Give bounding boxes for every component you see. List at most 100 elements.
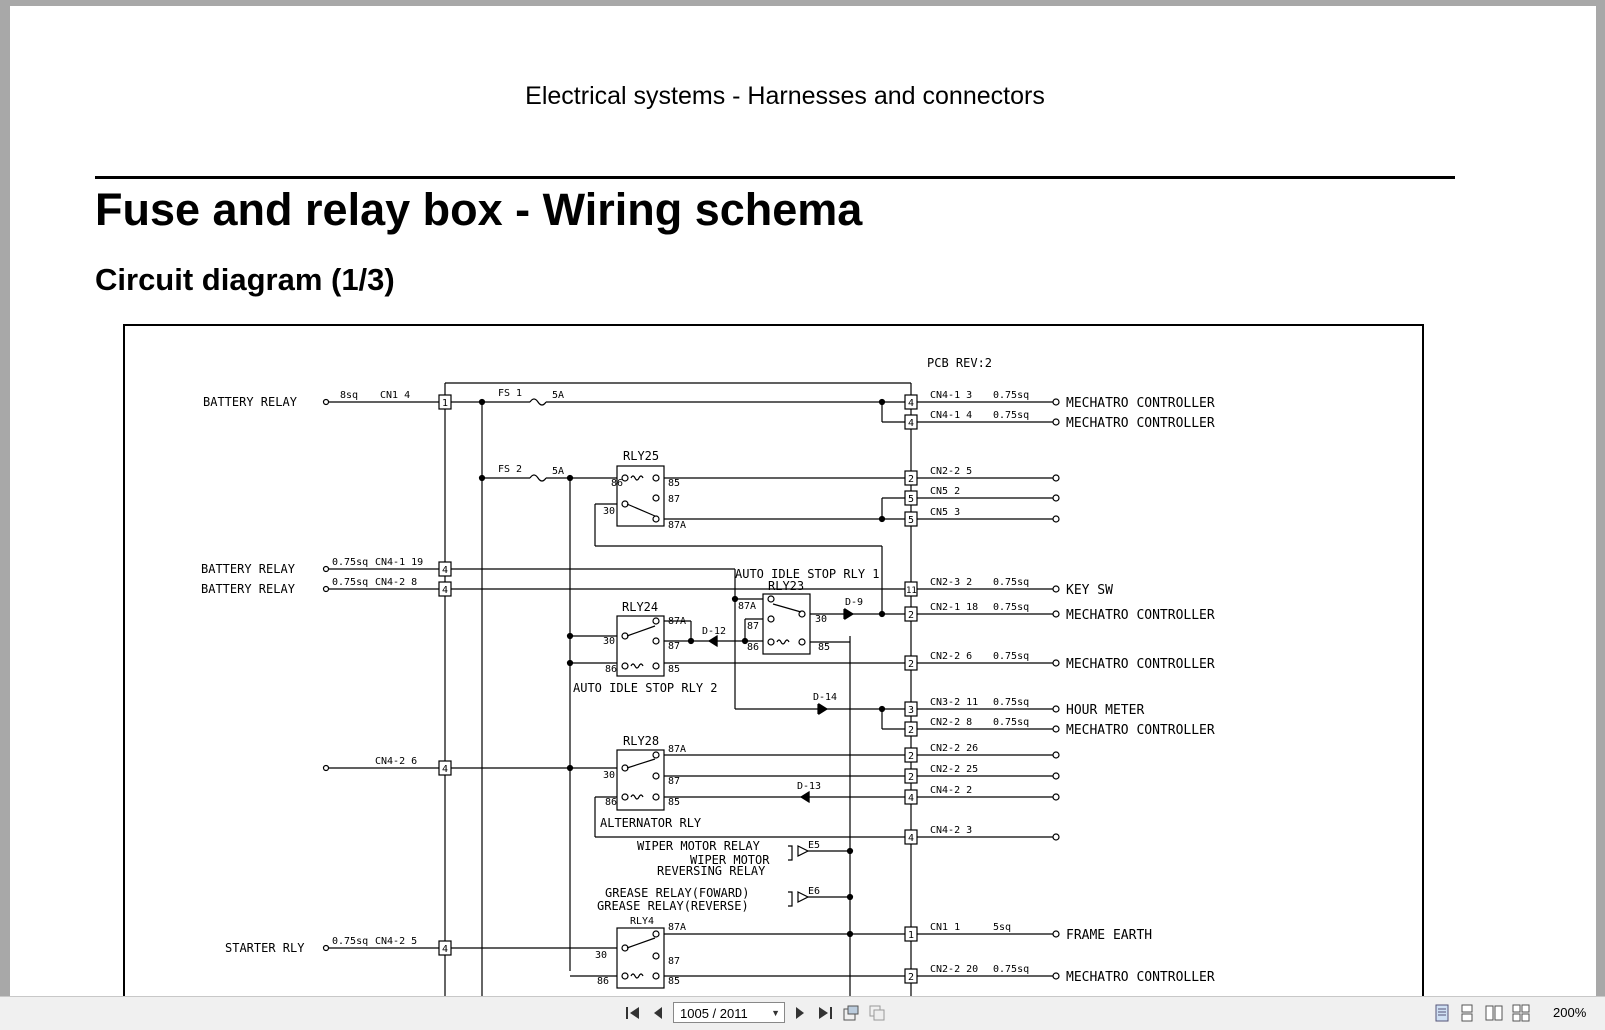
wire-connector-label: CN1 4 <box>380 390 410 401</box>
chevron-down-icon[interactable]: ▼ <box>771 1008 780 1018</box>
destination-label: KEY SW <box>1066 583 1113 598</box>
relay-coil-contact <box>767 638 775 646</box>
left-label-battery-relay-2: BATTERY RELAY <box>201 562 296 576</box>
relay-switch-arm <box>626 625 656 637</box>
relay-pin-label: 85 <box>668 478 680 489</box>
relay-label-rly25: RLY25 <box>623 449 659 463</box>
junction-dot <box>878 610 886 618</box>
relay-switch-contact <box>652 637 660 645</box>
relay-pin-label: 87A <box>738 601 756 612</box>
terminal-circle <box>1052 494 1060 502</box>
relay-switch-contact <box>652 515 660 523</box>
pin-number: 2 <box>908 659 914 670</box>
relay-rly28-box <box>616 749 665 811</box>
relay-pin-label: 87A <box>668 520 686 531</box>
relay-pin-label: 86 <box>605 664 617 675</box>
page-number-field[interactable]: 1005 / 2011 ▼ <box>673 1002 785 1023</box>
title-rule <box>95 176 1455 179</box>
wire-connector-label: CN4-2 5 <box>375 936 417 947</box>
junction-dot <box>566 632 574 640</box>
terminal-circle <box>1052 474 1060 482</box>
circuit-diagram: PCB REV:2 BATTERY RELAY 8sq CN1 4 1 FS 1… <box>201 356 1215 996</box>
relay-pin-label: 30 <box>603 636 615 647</box>
wire-connector-label: CN5 2 <box>930 486 960 497</box>
pin-number: 2 <box>908 772 914 783</box>
facing-icon[interactable] <box>1483 1002 1505 1024</box>
pin-number: 2 <box>908 474 914 485</box>
continuous-facing-icon[interactable] <box>1510 1002 1532 1024</box>
running-header: Electrical systems - Harnesses and conne… <box>525 82 1045 110</box>
terminal-circle <box>1052 398 1060 406</box>
wire-size-label: 0.75sq <box>332 557 368 568</box>
wire-size-label: 0.75sq <box>993 697 1029 708</box>
terminal-circle <box>1052 705 1060 713</box>
junction-dot <box>478 398 486 406</box>
next-page-icon[interactable] <box>789 1002 811 1024</box>
relay-switch-arm <box>626 503 656 517</box>
first-page-icon[interactable] <box>622 1002 644 1024</box>
terminal-circle <box>322 565 330 573</box>
wire-connector-label: CN4-2 8 <box>375 577 417 588</box>
relay-pin-label: 30 <box>603 506 615 517</box>
terminal-circle <box>1052 725 1060 733</box>
destination-label: HOUR METER <box>1066 703 1144 718</box>
terminal-circle <box>1052 972 1060 980</box>
label-wiper-motor-relay: WIPER MOTOR RELAY <box>637 839 761 853</box>
copy-icon[interactable] <box>866 1002 888 1024</box>
pin-number: 4 <box>442 764 448 775</box>
export-icon[interactable] <box>840 1002 862 1024</box>
pin-number: 4 <box>442 944 448 955</box>
relay-label-rly4: RLY4 <box>630 916 654 927</box>
diode-d14-icon <box>818 702 829 716</box>
wire-connector-label: CN2-2 25 <box>930 764 978 775</box>
coil-icon <box>776 639 790 645</box>
diode-d12-icon <box>707 634 718 648</box>
wire-connector-label: CN2-2 26 <box>930 743 978 754</box>
relay-label-rly24: RLY24 <box>622 600 658 614</box>
diode-label: D-12 <box>702 626 726 637</box>
bracket-icon <box>788 891 793 907</box>
destination-label: MECHATRO CONTROLLER <box>1066 970 1215 985</box>
relay-rly23-box <box>762 593 811 655</box>
diode-label: D-14 <box>813 692 837 703</box>
pin-number: 11 <box>906 586 917 596</box>
relay-pin-label: 86 <box>747 642 759 653</box>
relay-coil-contact <box>652 474 660 482</box>
left-label-battery-relay-1: BATTERY RELAY <box>203 395 298 409</box>
junction-dot <box>566 764 574 772</box>
terminal-circle <box>322 585 330 593</box>
relay-label-alternator: ALTERNATOR RLY <box>600 816 702 830</box>
pin-number: 4 <box>442 565 448 576</box>
zoom-level[interactable]: 200% <box>1553 1005 1587 1020</box>
relay-switch-contact <box>652 751 660 759</box>
bracket-icon <box>788 845 793 861</box>
relay-switch-contact <box>652 494 660 502</box>
relay-switch-contact <box>652 617 660 625</box>
junction-dot <box>878 515 886 523</box>
pin-number: 4 <box>442 585 448 596</box>
wire-connector-label: CN5 3 <box>930 507 960 518</box>
single-page-icon[interactable] <box>1431 1002 1453 1024</box>
last-page-icon[interactable] <box>814 1002 836 1024</box>
label-e5: E5 <box>808 840 820 851</box>
continuous-icon[interactable] <box>1456 1002 1478 1024</box>
fuse-label: FS 1 <box>498 388 522 399</box>
relay-pin-label: 86 <box>605 797 617 808</box>
relay-coil-contact <box>621 972 629 980</box>
pin-number: 1 <box>908 930 914 941</box>
relay-switch-contact <box>652 772 660 780</box>
wire-size-label: 0.75sq <box>332 936 368 947</box>
destination-label: MECHATRO CONTROLLER <box>1066 416 1215 431</box>
relay-pin-label: 87 <box>668 641 680 652</box>
prev-page-icon[interactable] <box>647 1002 669 1024</box>
pin-number: 4 <box>908 398 914 409</box>
pin-number: 2 <box>908 725 914 736</box>
diode-d9-icon <box>844 607 855 621</box>
terminal-circle <box>1052 515 1060 523</box>
